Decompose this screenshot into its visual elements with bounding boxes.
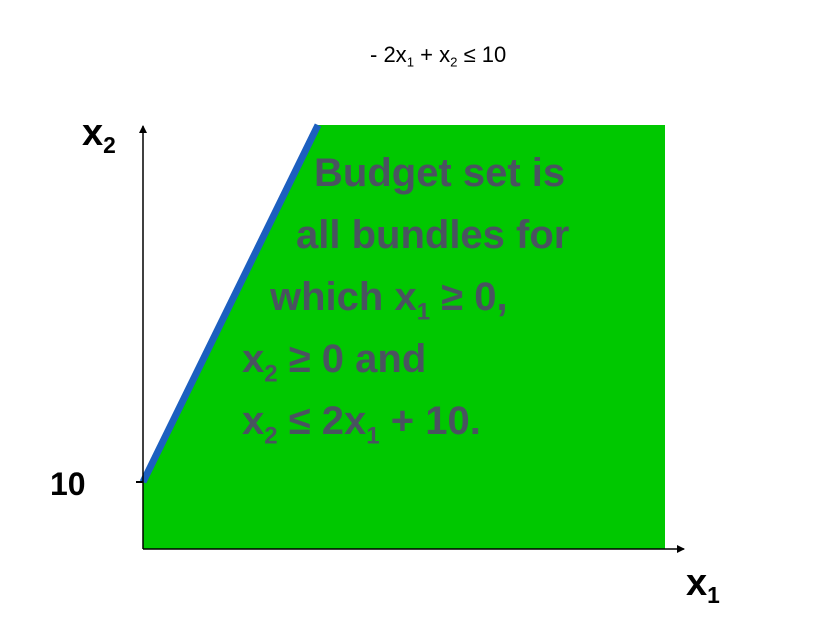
- y-axis-label-sub: 2: [103, 131, 116, 158]
- annotation-line-3-sub: 1: [416, 298, 431, 326]
- constraint-prefix: - 2x: [370, 42, 407, 67]
- x-axis-label: x1: [686, 562, 720, 608]
- annotation-line-4-b: ≥ 0 and: [277, 337, 427, 381]
- budget-boundary-line: [139, 123, 322, 484]
- annotation-line-3-a: which x: [270, 275, 417, 319]
- annotation-line-5-c: + 10.: [379, 399, 481, 443]
- annotation-line-5-sub: 2: [264, 422, 278, 450]
- annotation-line-5: x2 ≤ 2x1 + 10.: [200, 390, 670, 452]
- annotation-line-3: which x1 ≥ 0,: [200, 266, 670, 328]
- constraint-suffix: ≤ 10: [457, 42, 507, 67]
- constraint-mid: + x: [414, 42, 451, 67]
- x-axis-label-var: x: [686, 562, 708, 604]
- annotation-line-1: Budget set is: [314, 151, 566, 195]
- x-axis-label-sub: 1: [707, 581, 720, 608]
- annotation-line-4-a: x: [242, 337, 265, 381]
- constraint-sub1: 1: [406, 54, 415, 70]
- annotation-line-3-b: ≥ 0,: [430, 275, 508, 319]
- y-axis-label-var: x: [82, 112, 104, 154]
- y-axis-label: x2: [82, 112, 116, 158]
- constraint-sub2: 2: [450, 54, 458, 70]
- budget-set-annotation: Budget set is all bundles for which x1 ≥…: [200, 142, 670, 452]
- budget-set-region: [143, 125, 665, 549]
- annotation-line-5-a: x: [242, 399, 265, 443]
- annotation-line-5-sub2: 1: [366, 422, 380, 450]
- y-tick-label: 10: [50, 466, 86, 502]
- annotation-line-2: all bundles for: [296, 213, 570, 257]
- annotation-line-4-sub: 2: [264, 360, 278, 388]
- constraint-label: - 2x1 + x2 ≤ 10: [370, 42, 507, 70]
- annotation-line-5-b: ≤ 2x: [277, 399, 367, 443]
- annotation-line-4: x2 ≥ 0 and: [200, 328, 670, 390]
